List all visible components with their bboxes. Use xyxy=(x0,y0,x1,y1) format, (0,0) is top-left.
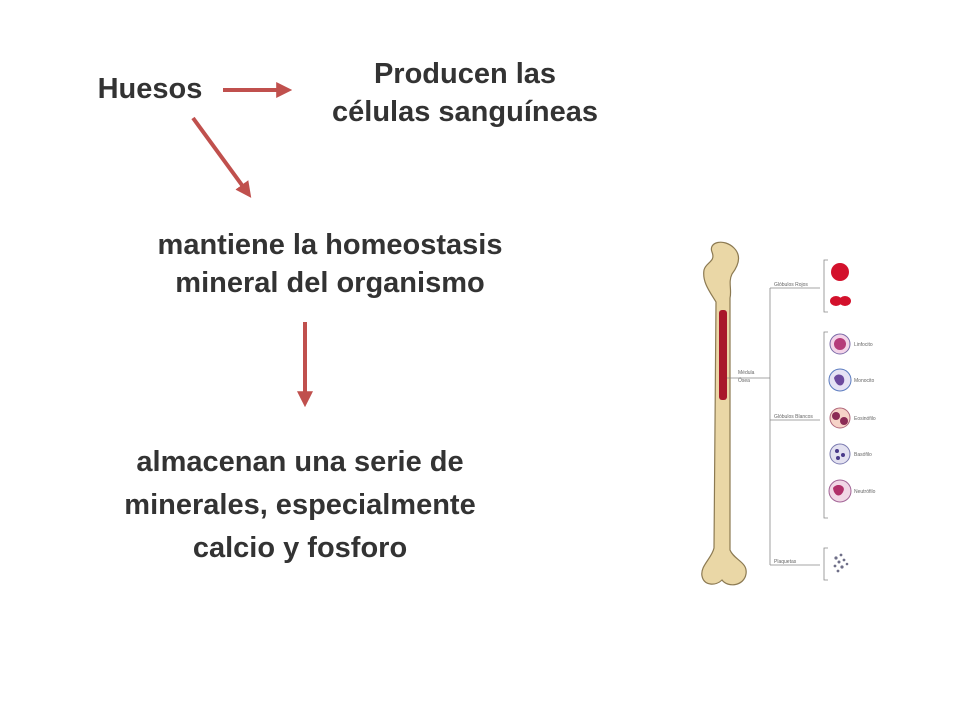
node-minerals-line-1: almacenan una serie de xyxy=(136,446,464,478)
red-cell-3 xyxy=(839,296,851,306)
label-red-cells: Glóbulos Rojos xyxy=(774,282,808,288)
node-homeostasis: mantiene la homeostasis mineral del orga… xyxy=(110,226,550,302)
connector-lines xyxy=(727,259,828,581)
node-blood-cells: Producen las células sanguíneas xyxy=(315,55,615,131)
label-marrow-1: Médula xyxy=(738,370,755,376)
label-eosinophil: Eosinófilo xyxy=(854,416,876,422)
marrow-cavity xyxy=(719,310,727,400)
label-platelets: Plaquetas xyxy=(774,559,797,565)
label-white-cells: Glóbulos Blancos xyxy=(774,414,813,420)
label-basophil: Basófilo xyxy=(854,452,872,458)
bone-marrow-figure: Glóbulos Rojos Médula Ósea Glóbulos Blan… xyxy=(701,241,876,586)
node-bones-label: Huesos xyxy=(97,73,203,105)
node-bones: Huesos xyxy=(80,70,220,108)
arrow-bones-to-homeostasis xyxy=(191,116,252,198)
node-minerals-line-3: calcio y fosforo xyxy=(192,532,408,564)
node-homeostasis-line-1: mantiene la homeostasis xyxy=(157,229,503,261)
femur-bone xyxy=(701,241,747,586)
node-minerals: almacenan una serie de minerales, especi… xyxy=(90,441,510,570)
label-lymphocyte: Linfocito xyxy=(854,342,873,348)
red-cell-1 xyxy=(831,263,849,281)
white-cells xyxy=(828,333,852,503)
label-marrow-2: Ósea xyxy=(738,377,750,384)
platelets xyxy=(833,553,849,573)
label-monocyte: Monocito xyxy=(854,378,875,384)
node-blood-cells-line-1: Producen las xyxy=(373,58,557,90)
node-minerals-line-2: minerales, especialmente xyxy=(124,489,476,521)
red-cell-2 xyxy=(830,296,842,306)
node-homeostasis-line-2: mineral del organismo xyxy=(175,267,485,299)
node-blood-cells-line-2: células sanguíneas xyxy=(332,96,598,128)
label-neutrophil: Neutrófilo xyxy=(854,489,876,495)
